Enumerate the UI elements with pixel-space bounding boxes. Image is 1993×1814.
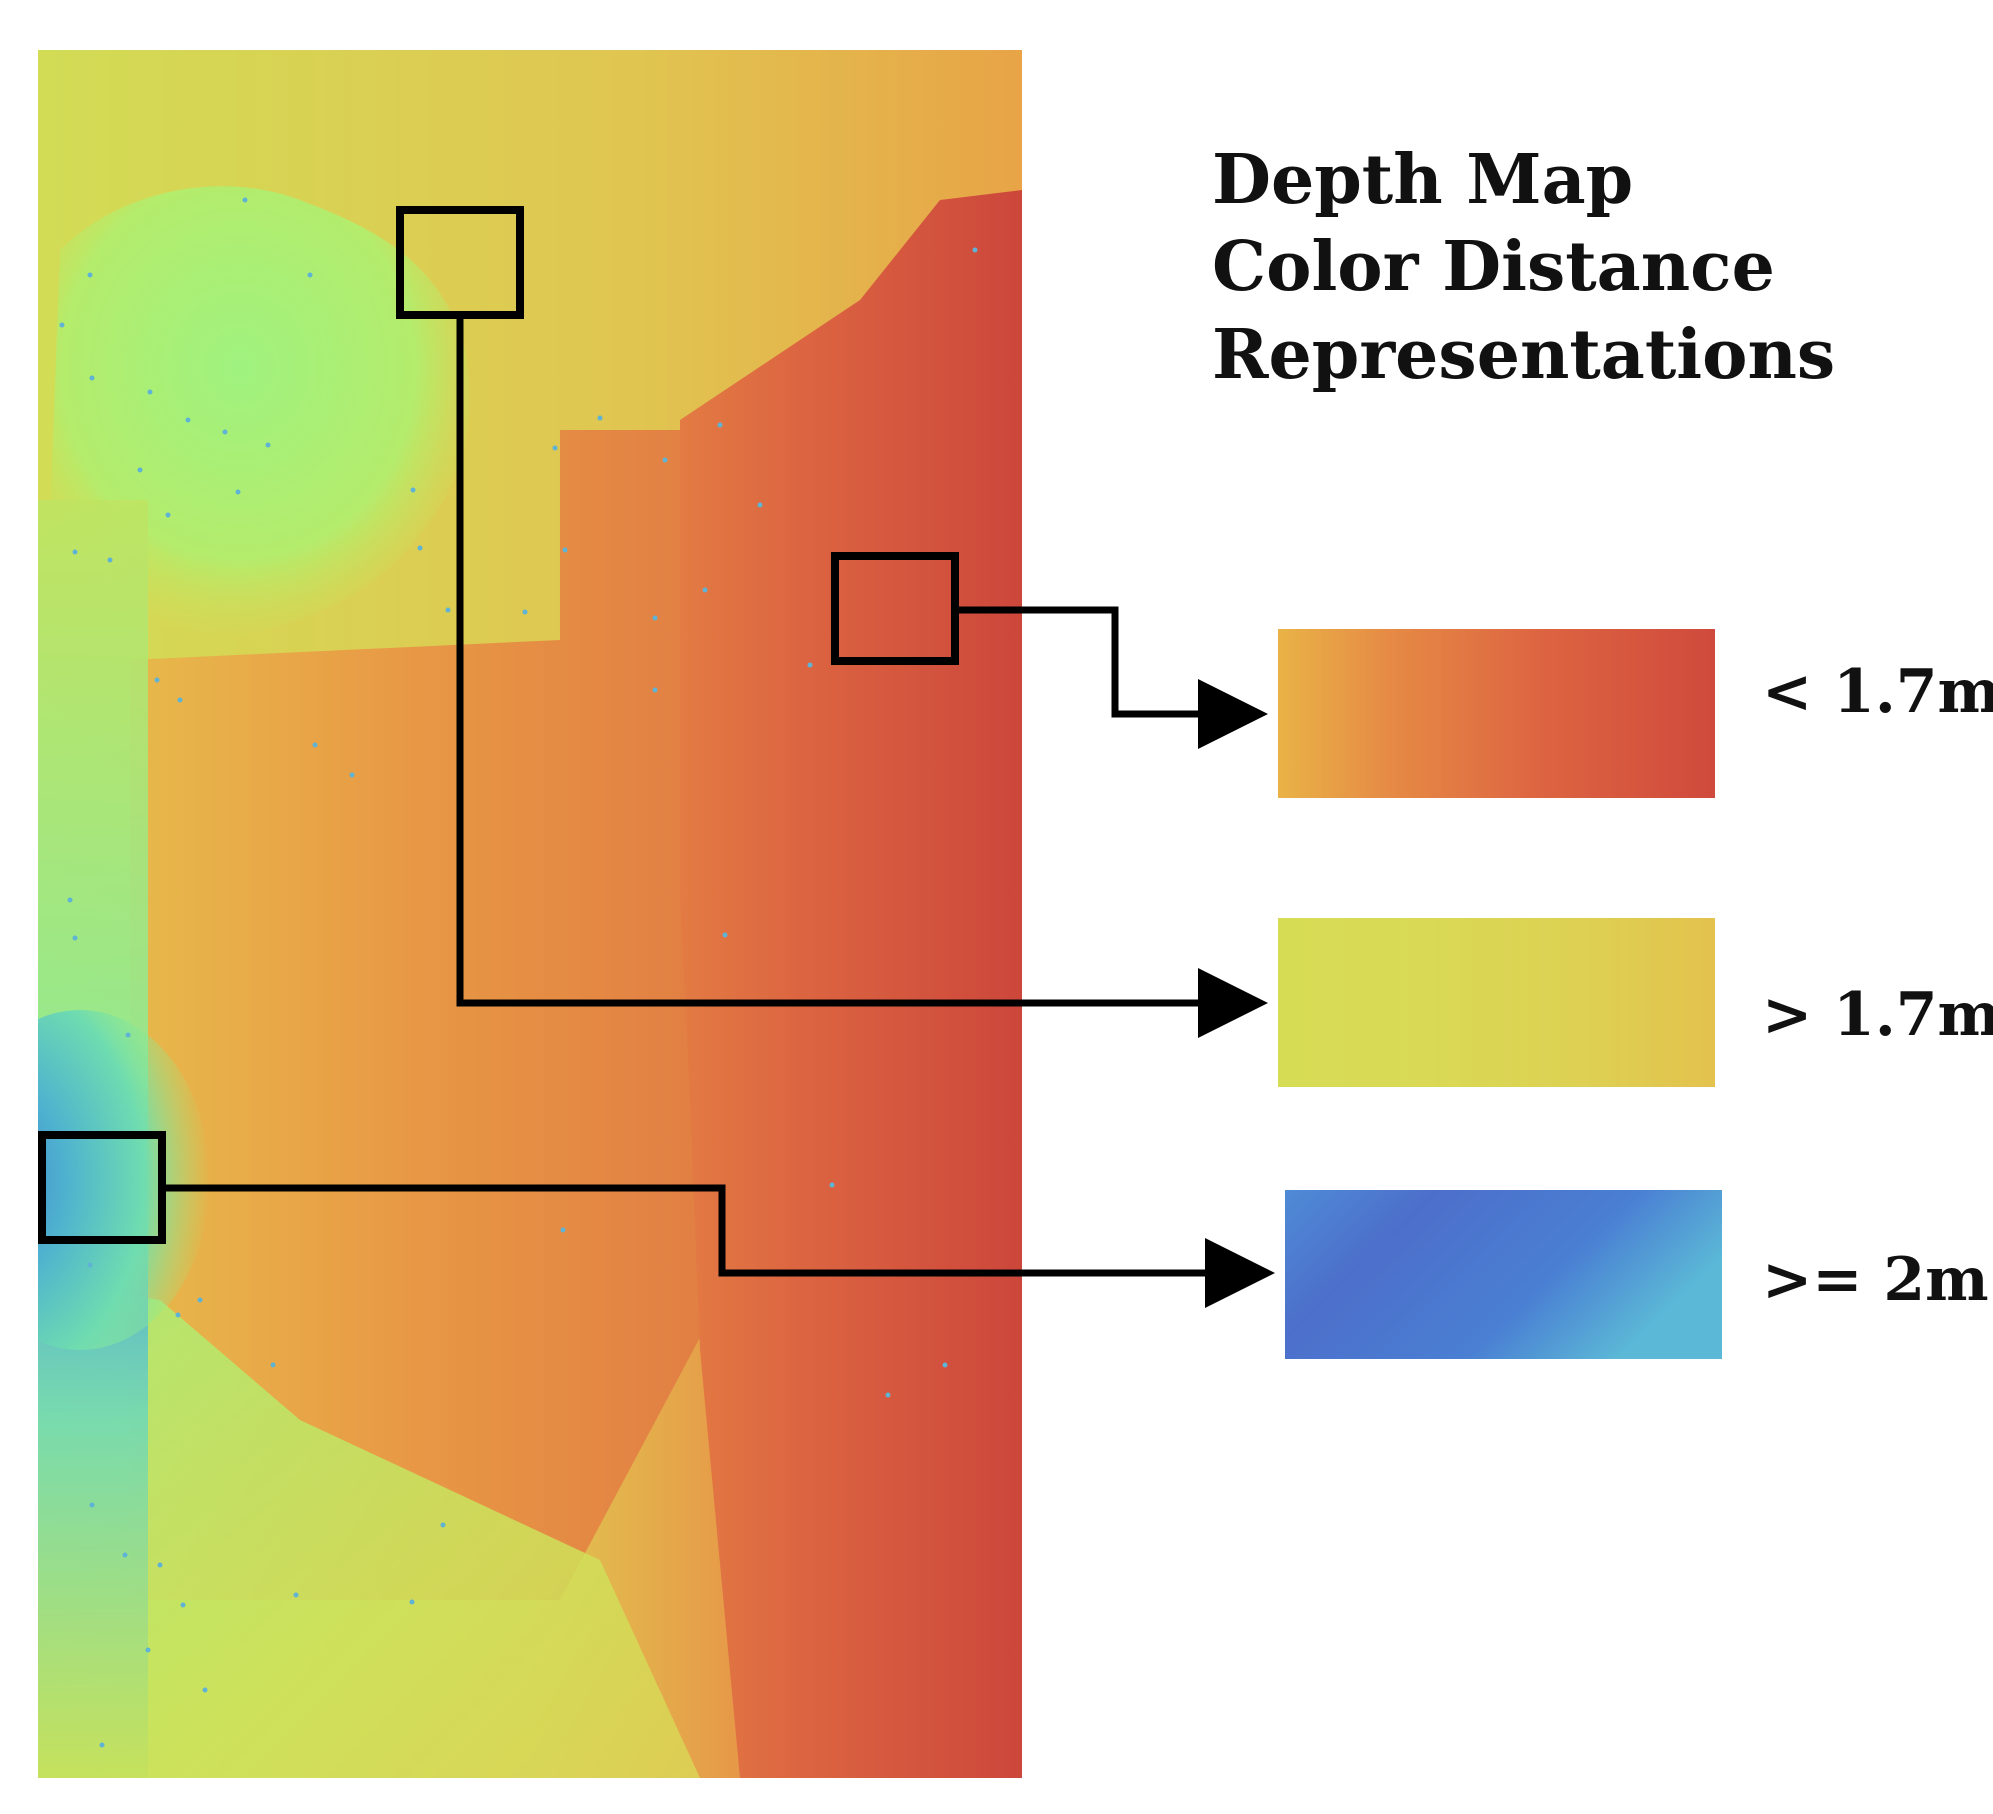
legend-swatch-near xyxy=(1278,629,1715,798)
depth-map-green-blob xyxy=(50,186,470,640)
legend-item-near: < 1.7m xyxy=(1278,629,1993,798)
figure-title: Depth Map Color Distance Representations xyxy=(1212,140,1835,395)
depth-map-noise-dots xyxy=(59,197,978,1748)
legend-item-mid: > 1.7m xyxy=(1278,918,1993,1087)
legend: < 1.7m > 1.7m >= 2m xyxy=(1278,629,1993,1359)
title-line-2: Color Distance xyxy=(1212,227,1775,307)
legend-label-near: < 1.7m xyxy=(1762,657,1993,727)
connector-blue-arrow xyxy=(162,1184,1275,1308)
legend-label-mid: > 1.7m xyxy=(1762,980,1993,1050)
depth-map-lower-left-region xyxy=(38,1280,700,1778)
depth-map-mid-region xyxy=(130,430,720,1600)
depth-map-blue-spot xyxy=(38,1010,210,1350)
depth-map-image xyxy=(38,50,1022,1778)
title-line-3: Representations xyxy=(1212,315,1835,395)
title-line-1: Depth Map xyxy=(1212,140,1633,220)
legend-swatch-mid xyxy=(1278,918,1715,1087)
legend-swatch-far xyxy=(1285,1190,1722,1359)
legend-item-far: >= 2m xyxy=(1285,1190,1989,1359)
connector-far-yellow-arrow xyxy=(456,315,1268,1038)
depth-map-near-region xyxy=(680,190,1022,1778)
legend-label-far: >= 2m xyxy=(1762,1245,1989,1315)
connector-near-red-arrow xyxy=(955,606,1268,749)
